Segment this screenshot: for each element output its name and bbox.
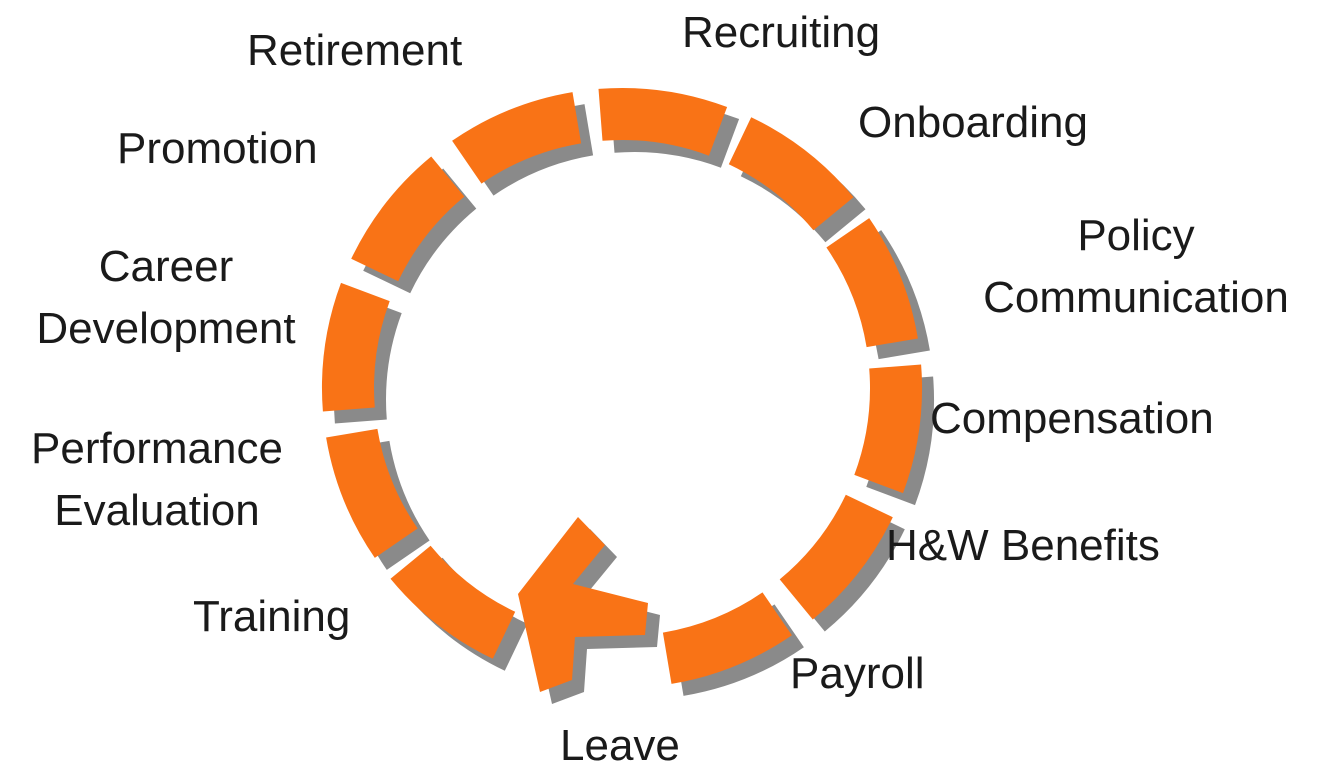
stage-label-line: Retirement bbox=[247, 26, 463, 75]
stage-label-line: Compensation bbox=[930, 394, 1214, 443]
stage-label-performance-evaluation: Performance Evaluation bbox=[10, 418, 304, 542]
segment-retirement bbox=[452, 92, 582, 184]
stage-label-line: H&W Benefits bbox=[886, 521, 1160, 570]
stage-label-compensation: Compensation bbox=[930, 388, 1214, 450]
segment-onboarding bbox=[728, 117, 854, 231]
segment-career bbox=[321, 282, 390, 412]
segment-promotion bbox=[351, 156, 465, 282]
cycle-segments bbox=[321, 87, 923, 684]
cycle-arrowhead-icon bbox=[518, 517, 648, 692]
stage-label-line: Leave bbox=[560, 721, 680, 770]
cycle-arrowhead-icon bbox=[518, 517, 660, 704]
stage-label-training: Training bbox=[193, 586, 350, 648]
segment-policy bbox=[826, 218, 918, 348]
stage-label-payroll: Payroll bbox=[790, 643, 925, 705]
stage-label-promotion: Promotion bbox=[117, 118, 318, 180]
stage-label-retirement: Retirement bbox=[247, 20, 462, 82]
stage-label-onboarding: Onboarding bbox=[858, 92, 1088, 154]
segment-training bbox=[390, 545, 516, 659]
segment-benefits bbox=[779, 494, 893, 620]
segment-payroll bbox=[662, 592, 792, 684]
segment-performance bbox=[326, 428, 418, 558]
stage-label-hw-benefits: H&W Benefits bbox=[886, 515, 1160, 577]
stage-label-line: Training bbox=[193, 592, 351, 641]
stage-label-line: Career bbox=[98, 242, 234, 291]
stage-label-line: Onboarding bbox=[858, 98, 1088, 147]
stage-label-line: Promotion bbox=[117, 124, 318, 173]
stage-label-line: Payroll bbox=[790, 649, 925, 698]
stage-label-line: Performance bbox=[31, 424, 283, 473]
stage-label-line: Recruiting bbox=[682, 8, 881, 57]
segment-recruiting bbox=[598, 87, 728, 156]
stage-label-policy-communication: Policy Communication bbox=[960, 205, 1312, 329]
stage-label-leave: Leave bbox=[560, 715, 680, 777]
stage-label-line: Development bbox=[36, 304, 296, 353]
stage-label-recruiting: Recruiting bbox=[682, 2, 880, 64]
stage-label-career-development: Career Development bbox=[20, 236, 312, 360]
segment-compensation bbox=[854, 364, 923, 494]
stage-label-line: Evaluation bbox=[54, 486, 260, 535]
stage-label-line: Communication bbox=[983, 273, 1289, 322]
stage-label-line: Policy bbox=[1077, 211, 1195, 260]
